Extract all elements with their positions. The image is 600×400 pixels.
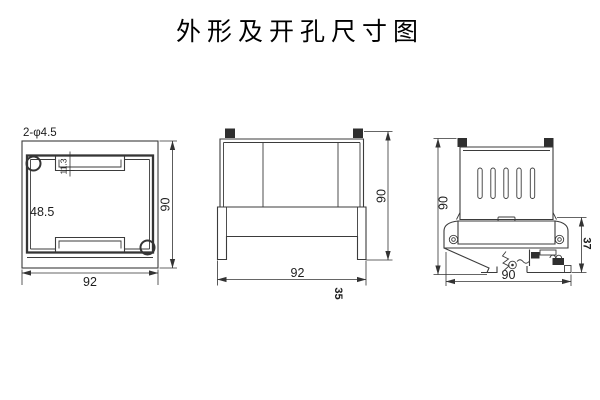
mounting-clip xyxy=(225,128,235,138)
side-view: 92 90 35 xyxy=(216,128,393,300)
bottom-notch xyxy=(54,236,126,252)
top-notch xyxy=(54,156,126,172)
rail-height-dim: 90 xyxy=(437,196,451,210)
mounting-clip xyxy=(353,128,363,138)
page-title: 外形及开孔尺寸图 xyxy=(175,17,424,46)
flange-outline xyxy=(216,206,367,261)
rail-view: 90 37 90 xyxy=(433,138,593,286)
rail-section-fill xyxy=(531,252,540,259)
front-mid-dim: 48.5 xyxy=(30,205,54,219)
side-height-dimension: 90 xyxy=(364,131,393,261)
mounting-hole xyxy=(25,155,42,172)
rail-clip-dimension: 37 xyxy=(557,217,593,273)
screw-hole-center xyxy=(451,237,456,242)
rail-clip-dim: 37 xyxy=(581,237,593,249)
screw-hole xyxy=(554,234,565,245)
front-height-dim: 90 xyxy=(159,198,173,212)
body-panel-lines xyxy=(262,142,339,207)
vent-slots xyxy=(477,167,536,199)
holes-note: 2-φ4.5 xyxy=(23,127,57,139)
rail-width-dimension: 90 xyxy=(445,252,572,286)
side-depth-dim: 35 xyxy=(332,287,344,299)
front-view: 11.3 2-φ4.5 48.5 92 90 xyxy=(21,127,177,289)
vent-slot xyxy=(490,167,496,199)
rail-body-outline xyxy=(459,146,554,221)
vent-slot xyxy=(516,167,522,199)
cutout-inner-lines xyxy=(27,156,153,258)
panel-outline xyxy=(21,140,159,269)
mounting-hole xyxy=(139,239,156,256)
rail-width-dim: 90 xyxy=(502,268,516,282)
front-width-dim: 92 xyxy=(83,275,97,289)
cutout-outline xyxy=(25,154,155,254)
vent-slot xyxy=(503,167,509,199)
din-rail-clip-detail xyxy=(443,247,572,274)
front-height-dimension: 90 xyxy=(159,140,177,269)
screw-hole xyxy=(448,234,459,245)
side-height-dim: 90 xyxy=(375,189,389,203)
vent-slot xyxy=(477,167,483,199)
vent-slot xyxy=(529,167,536,199)
side-width-dim: 92 xyxy=(291,266,305,280)
side-width-dimension: 92 xyxy=(217,260,367,286)
panel-screws xyxy=(448,234,565,245)
flange-plate xyxy=(443,220,569,249)
body-outline xyxy=(219,138,365,208)
screw-hole-center xyxy=(557,237,562,242)
notch-dimension: 11.3 xyxy=(59,151,75,177)
clip-pivot xyxy=(508,260,517,270)
rail-step xyxy=(564,265,572,273)
rail-height-dimension: 90 xyxy=(433,138,487,275)
mounting-clip xyxy=(457,138,467,147)
rail-section-fill xyxy=(552,258,564,265)
front-notch-dim: 11.3 xyxy=(59,158,69,174)
mounting-clip xyxy=(544,138,554,147)
terminal-band xyxy=(457,220,556,245)
front-width-dimension: 92 xyxy=(21,269,159,289)
